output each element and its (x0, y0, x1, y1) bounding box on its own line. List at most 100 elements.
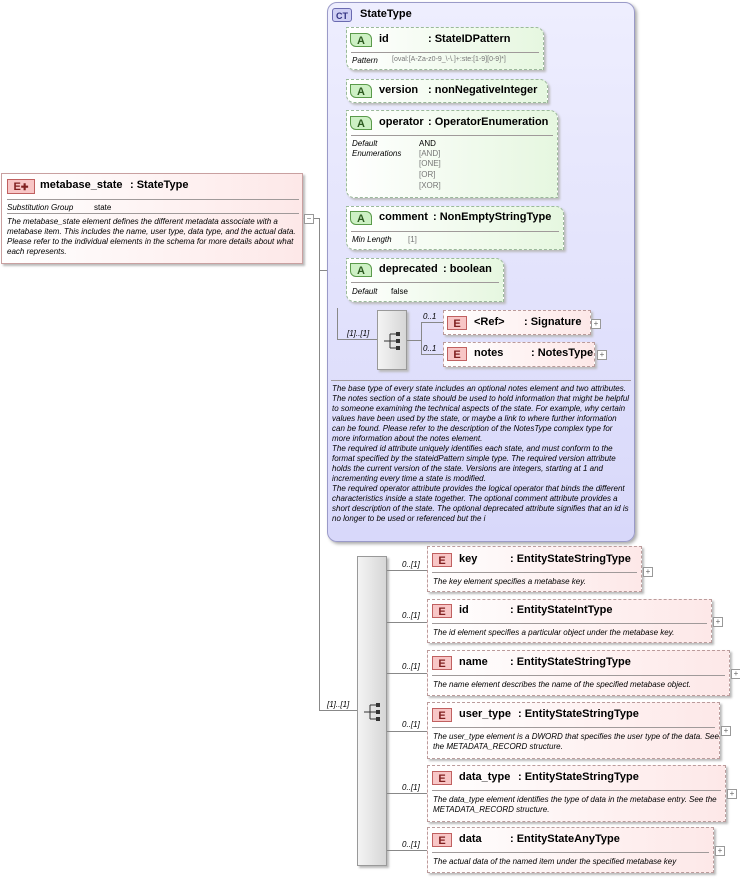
name-element-box[interactable] (427, 650, 730, 696)
seq1-branch-2 (421, 354, 443, 355)
attribute-operator-name: operator (379, 116, 424, 128)
element-icon: E (447, 347, 467, 361)
name-occurrence: 0..[1] (402, 662, 420, 671)
attribute-id-type: : StateIDPattern (428, 33, 511, 45)
min-length-label: Min Length (352, 235, 392, 244)
element-separator (432, 727, 715, 728)
root-separator (7, 199, 299, 200)
key-occurrence: 0..[1] (402, 560, 420, 569)
sequence2-occurrence: [1]..[1] (327, 700, 350, 709)
attribute-separator (351, 282, 499, 283)
attribute-icon: A (350, 84, 372, 98)
default-label: Default (352, 139, 378, 148)
key-element-box[interactable] (427, 546, 642, 592)
root-element-type: : StateType (130, 179, 189, 191)
name-expand-icon[interactable]: + (731, 669, 740, 679)
ct-doc-separator (331, 380, 631, 381)
data-type-documentation: The data_type element identifies the typ… (433, 795, 717, 814)
key-expand-icon[interactable]: + (643, 567, 653, 577)
data-documentation: The actual data of the named item under … (433, 857, 677, 866)
default-value: false (391, 287, 408, 296)
attribute-operator-box[interactable] (346, 110, 558, 198)
complex-type-icon: CT (332, 8, 352, 22)
connector-to-ct (319, 270, 329, 271)
attribute-separator (351, 135, 553, 136)
seq2-branch (387, 673, 427, 674)
attribute-version-type: : nonNegativeInteger (428, 84, 538, 96)
attribute-deprecated-type: : boolean (443, 263, 492, 275)
enum-value: [AND] (419, 149, 441, 158)
data-name: data (459, 833, 482, 845)
attribute-version-box[interactable] (346, 79, 548, 103)
attribute-id-name: id (379, 33, 389, 45)
root-expand-icon[interactable]: − (304, 214, 314, 224)
ref-signature-box[interactable] (443, 310, 591, 335)
sequence-icon (364, 703, 380, 721)
attribute-deprecated-box[interactable] (346, 258, 504, 302)
sequence-compositor[interactable] (377, 310, 407, 370)
ref-name: <Ref> (474, 316, 505, 328)
notes-expand-icon[interactable]: + (597, 350, 607, 360)
id-expand-icon[interactable]: + (713, 617, 723, 627)
notes-type: : NotesType (531, 347, 594, 359)
notes-name: notes (474, 347, 504, 359)
element-icon: E (432, 771, 452, 785)
data-type-occurrence: 0..[1] (402, 783, 420, 792)
attribute-icon: A (350, 211, 372, 225)
attribute-comment-box[interactable] (346, 206, 564, 250)
complex-type-documentation: The base type of every state includes an… (332, 384, 630, 523)
element-separator (432, 790, 721, 791)
notes-box[interactable] (443, 342, 595, 367)
id-name: id (459, 604, 469, 616)
seq1-branch (407, 340, 421, 341)
sequence2-compositor[interactable] (357, 556, 387, 866)
root-element-box[interactable]: E✚ metabase_state : StateType Substituti… (1, 173, 303, 264)
element-icon: E (447, 316, 467, 330)
element-icon: E (432, 604, 452, 618)
attribute-comment-name: comment (379, 211, 428, 223)
root-element-name: metabase_state (40, 179, 123, 191)
data-occurrence: 0..[1] (402, 840, 420, 849)
name-name: name (459, 656, 488, 668)
name-documentation: The name element describes the name of t… (433, 680, 691, 689)
element-icon: E (432, 656, 452, 670)
user-type-expand-icon[interactable]: + (721, 726, 731, 736)
element-separator (432, 852, 709, 853)
name-type: : EntityStateStringType (510, 656, 631, 668)
notes-occurrence: 0..1 (423, 344, 437, 353)
attribute-operator-type: : OperatorEnumeration (428, 116, 549, 128)
seq1-branch-v (421, 322, 422, 354)
sequence-occurrence: [1]..[1] (347, 329, 370, 338)
data-type-element-box[interactable] (427, 765, 726, 822)
pattern-label: Pattern (352, 56, 378, 65)
attribute-icon: A (350, 263, 372, 277)
data-type: : EntityStateAnyType (510, 833, 620, 845)
enumerations-label: Enumerations (352, 149, 402, 158)
user-type-name: user_type (459, 708, 511, 720)
seq1-branch-1 (421, 322, 443, 323)
pattern-value: [oval:[A-Za-z0-9_\-\.]+:ste:[1-9][0-9]*] (392, 56, 506, 63)
substitution-group-label: Substitution Group (7, 203, 74, 212)
root-separator-2 (7, 213, 299, 214)
element-separator (432, 623, 707, 624)
id-occurrence: 0..[1] (402, 611, 420, 620)
seq2-branch (387, 850, 427, 851)
data-type-expand-icon[interactable]: + (727, 789, 737, 799)
ref-expand-icon[interactable]: + (591, 319, 601, 329)
id-element-box[interactable] (427, 599, 712, 643)
attribute-icon: A (350, 33, 372, 47)
element-separator (432, 572, 637, 573)
data-element-box[interactable] (427, 827, 714, 873)
user-type-element-box[interactable] (427, 702, 720, 759)
enum-value: [OR] (419, 170, 436, 179)
user-type-documentation: The user_type element is a DWORD that sp… (433, 732, 719, 751)
enum-value: [XOR] (419, 181, 441, 190)
data-type-name: data_type (459, 771, 511, 783)
data-expand-icon[interactable]: + (715, 846, 725, 856)
id-documentation: The id element specifies a particular ob… (433, 628, 675, 637)
attribute-separator (351, 231, 559, 232)
seq2-branch (387, 622, 427, 623)
ref-occurrence: 0..1 (423, 312, 437, 321)
attribute-id-box[interactable] (346, 27, 544, 70)
id-type: : EntityStateIntType (510, 604, 613, 616)
